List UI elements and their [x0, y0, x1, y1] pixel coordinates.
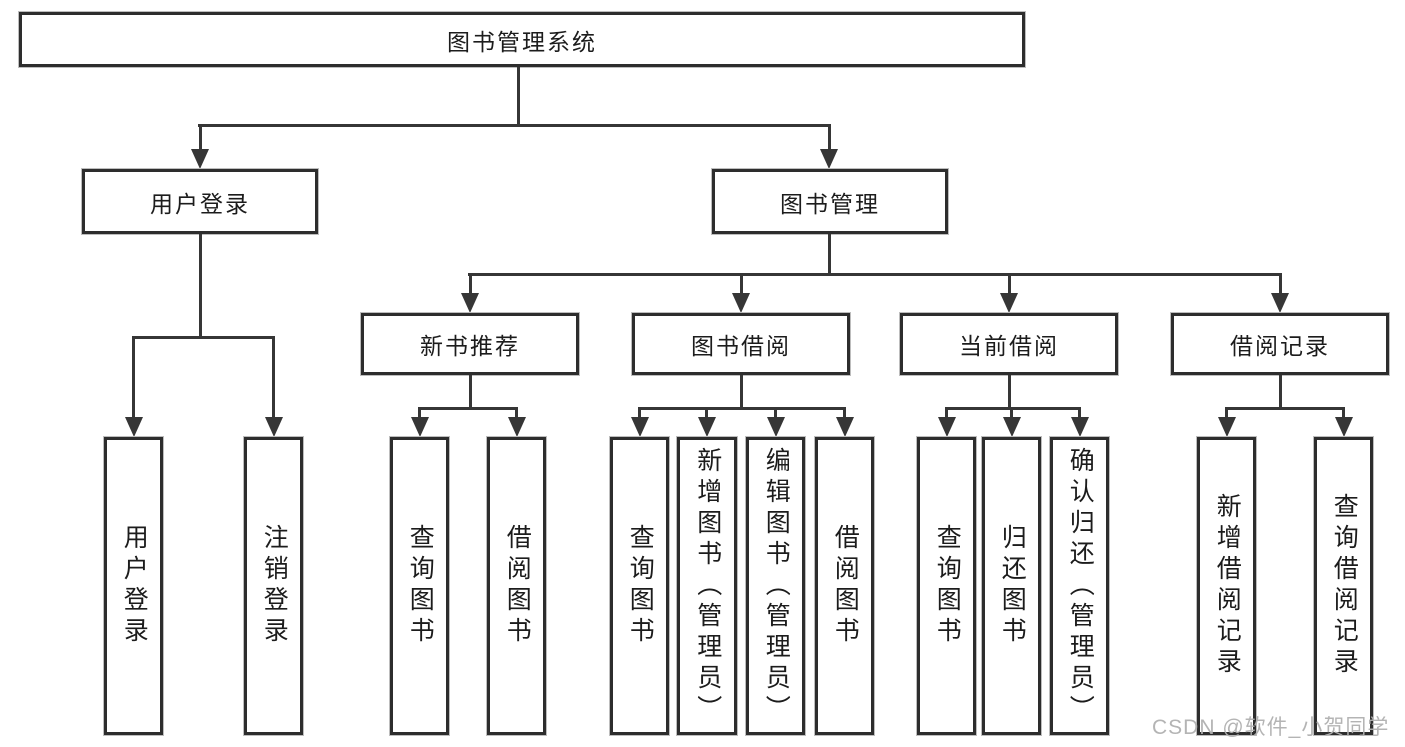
- connector-line: [517, 67, 520, 124]
- connector-line: [1010, 407, 1013, 419]
- node-current-borrow: 当前借阅: [900, 313, 1118, 375]
- connector-line: [638, 407, 641, 419]
- node-root-label: 图书管理系统: [447, 28, 597, 55]
- arrowhead-icon: [125, 417, 143, 437]
- leaf-borrow-books-recommend: 借阅图书: [487, 437, 546, 735]
- leaf-edit-books-admin-label: 编辑图书（管理员）: [762, 446, 791, 726]
- connector-line: [740, 375, 743, 407]
- leaf-logout: 注销登录: [244, 437, 303, 735]
- arrowhead-icon: [631, 417, 649, 437]
- connector-line: [198, 124, 830, 127]
- connector-line: [418, 407, 517, 410]
- arrowhead-icon: [265, 417, 283, 437]
- leaf-query-books-borrow: 查询图书: [610, 437, 669, 735]
- connector-line: [1225, 407, 1228, 419]
- leaf-borrow-books-recommend-label: 借阅图书: [503, 524, 532, 648]
- leaf-query-books-recommend-label: 查询图书: [406, 524, 435, 648]
- leaf-edit-books-admin: 编辑图书（管理员）: [746, 437, 805, 735]
- leaf-add-borrow-record-label: 新增借阅记录: [1213, 493, 1242, 679]
- node-root-library-system: 图书管理系统: [19, 12, 1025, 67]
- arrowhead-icon: [1003, 417, 1021, 437]
- connector-line: [418, 407, 421, 419]
- node-borrow-records: 借阅记录: [1171, 313, 1389, 375]
- arrowhead-icon: [820, 149, 838, 169]
- connector-line: [705, 407, 708, 419]
- arrowhead-icon: [698, 417, 716, 437]
- arrowhead-icon: [461, 293, 479, 313]
- connector-line: [638, 407, 845, 410]
- leaf-confirm-return-admin: 确认归还（管理员）: [1050, 437, 1109, 735]
- connector-line: [843, 407, 846, 419]
- arrowhead-icon: [1218, 417, 1236, 437]
- node-current-borrow-label: 当前借阅: [959, 333, 1059, 359]
- node-book-management-label: 图书管理: [780, 190, 880, 217]
- node-new-book-recommend: 新书推荐: [361, 313, 579, 375]
- node-book-management: 图书管理: [712, 169, 948, 234]
- arrowhead-icon: [508, 417, 526, 437]
- connector-line: [1342, 407, 1345, 419]
- connector-line: [828, 234, 831, 273]
- arrowhead-icon: [767, 417, 785, 437]
- connector-line: [1008, 273, 1011, 295]
- leaf-borrow-books-label: 借阅图书: [831, 524, 860, 648]
- connector-line: [199, 234, 202, 336]
- connector-line: [1078, 407, 1081, 419]
- leaf-logout-label: 注销登录: [260, 524, 289, 648]
- connector-line: [469, 273, 472, 295]
- leaf-add-books-admin-label: 新增图书（管理员）: [693, 446, 722, 726]
- connector-line: [828, 124, 831, 152]
- leaf-return-books-label: 归还图书: [998, 524, 1027, 648]
- leaf-query-books-borrow-label: 查询图书: [626, 524, 655, 648]
- arrowhead-icon: [938, 417, 956, 437]
- connector-line: [468, 273, 1282, 276]
- leaf-user-login-label: 用户登录: [120, 524, 149, 648]
- leaf-query-books-current: 查询图书: [917, 437, 976, 735]
- connector-line: [1279, 375, 1282, 407]
- connector-line: [1008, 375, 1011, 407]
- arrowhead-icon: [1071, 417, 1089, 437]
- leaf-return-books: 归还图书: [982, 437, 1041, 735]
- connector-line: [469, 375, 472, 407]
- leaf-query-borrow-record-label: 查询借阅记录: [1330, 493, 1359, 679]
- connector-line: [1279, 273, 1282, 295]
- arrowhead-icon: [411, 417, 429, 437]
- node-borrow-records-label: 借阅记录: [1230, 333, 1330, 359]
- leaf-add-books-admin: 新增图书（管理员）: [677, 437, 737, 735]
- connector-line: [1225, 407, 1344, 410]
- node-user-login: 用户登录: [82, 169, 318, 234]
- csdn-watermark: CSDN @软件_小贺同学: [1152, 716, 1390, 739]
- leaf-user-login: 用户登录: [104, 437, 163, 735]
- leaf-confirm-return-admin-label: 确认归还（管理员）: [1066, 446, 1095, 726]
- arrowhead-icon: [191, 149, 209, 169]
- connector-line: [515, 407, 518, 419]
- arrowhead-icon: [1335, 417, 1353, 437]
- connector-line: [199, 124, 202, 152]
- node-user-login-label: 用户登录: [150, 190, 250, 217]
- connector-line: [774, 407, 777, 419]
- leaf-query-books-current-label: 查询图书: [933, 524, 962, 648]
- leaf-query-books-recommend: 查询图书: [390, 437, 449, 735]
- leaf-borrow-books: 借阅图书: [815, 437, 874, 735]
- node-book-borrow: 图书借阅: [632, 313, 850, 375]
- arrowhead-icon: [836, 417, 854, 437]
- node-new-book-recommend-label: 新书推荐: [420, 333, 520, 359]
- leaf-query-borrow-record: 查询借阅记录: [1314, 437, 1373, 735]
- connector-line: [132, 336, 275, 339]
- node-book-borrow-label: 图书借阅: [691, 333, 791, 359]
- arrowhead-icon: [732, 293, 750, 313]
- connector-line: [945, 407, 948, 419]
- leaf-add-borrow-record: 新增借阅记录: [1197, 437, 1256, 735]
- arrowhead-icon: [1271, 293, 1289, 313]
- arrowhead-icon: [1000, 293, 1018, 313]
- connector-line: [740, 273, 743, 295]
- connector-line: [272, 336, 275, 419]
- connector-line: [132, 336, 135, 419]
